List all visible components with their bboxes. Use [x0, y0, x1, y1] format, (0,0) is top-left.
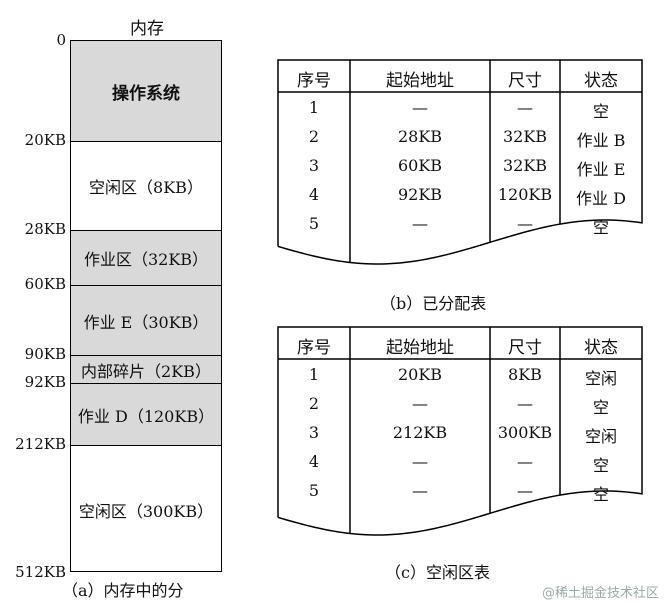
table-cell: 空 [592, 102, 609, 121]
table-cell: 作业 D [576, 189, 626, 208]
address-label: 28KB [24, 220, 66, 238]
allocated-table: 序号 起始地址 尺寸 状态 1 — — 空 2 28KB 32KB 作业 B 3 60KB 32KB 作业 E… [277, 59, 643, 282]
table-frame [277, 59, 643, 265]
table-cell: 作业 E [576, 160, 626, 179]
address-label: 92KB [24, 373, 66, 391]
table-cell: 8KB [508, 365, 542, 384]
free-table-caption: （c）空闲区表 [385, 563, 490, 582]
table-cell: — [517, 214, 533, 233]
table-header-cell: 起始地址 [386, 338, 454, 358]
table-header-cell: 序号 [297, 71, 331, 91]
table-cell: — [517, 481, 533, 500]
table-cell: 300KB [497, 423, 553, 442]
table-cell: 空 [592, 218, 609, 237]
table-cell: 空 [592, 485, 609, 504]
table-cell: 3 [308, 423, 320, 442]
table-cell: 空闲 [584, 427, 617, 446]
table-cell: 92KB [397, 185, 443, 204]
address-label: 60KB [24, 275, 66, 293]
table-cell: 1 [308, 98, 320, 117]
table-cell: 32KB [502, 127, 548, 146]
table-cell: 120KB [497, 185, 553, 204]
memory-segment: 空闲区（300KB） [71, 445, 221, 573]
table-outline [277, 59, 643, 265]
table-cell: 空闲 [584, 369, 617, 388]
table-cell: 4 [308, 452, 320, 471]
table-cell: — [412, 394, 428, 413]
table-cell: — [412, 214, 428, 233]
table-cell: 空 [592, 398, 609, 417]
table-header-cell: 尺寸 [508, 71, 542, 91]
memory-segment: 作业区（32KB） [71, 230, 221, 285]
memory-caption: （a）内存中的分 [62, 581, 184, 600]
table-header-cell: 尺寸 [508, 338, 542, 358]
table-cell: 60KB [397, 156, 443, 175]
table-cell: 5 [308, 481, 320, 500]
table-cell: — [517, 394, 533, 413]
table-header-cell: 状态 [584, 71, 618, 91]
memory-segment: 内部碎片（2KB） [71, 355, 221, 383]
memory-segment: 操作系统 [71, 41, 221, 141]
watermark: @稀土掘金技术社区 [541, 586, 659, 601]
table-header-cell: 状态 [584, 338, 618, 358]
address-label: 90KB [24, 345, 66, 363]
table-header-cell: 起始地址 [386, 71, 454, 91]
memory-segment: 作业 D（120KB） [71, 383, 221, 445]
memory-map: 操作系统空闲区（8KB）作业区（32KB）作业 E（30KB）内部碎片（2KB）… [70, 40, 222, 572]
table-cell: 作业 B [576, 131, 626, 150]
table-cell: 2 [308, 127, 320, 146]
table-cell: — [412, 481, 428, 500]
address-label: 512KB [15, 563, 66, 581]
address-label: 20KB [24, 131, 66, 149]
table-cell: 2 [308, 394, 320, 413]
address-label: 212KB [15, 435, 66, 453]
table-cell: 212KB [392, 423, 448, 442]
table-cell: 空 [592, 456, 609, 475]
table-cell: — [412, 452, 428, 471]
memory-segment: 空闲区（8KB） [71, 141, 221, 230]
memory-title: 内存 [130, 19, 164, 39]
table-cell: — [517, 452, 533, 471]
table-cell: 1 [308, 365, 320, 384]
table-cell: — [517, 98, 533, 117]
table-outline [277, 326, 643, 536]
table-cell: 20KB [397, 365, 443, 384]
memory-segment: 作业 E（30KB） [71, 285, 221, 355]
table-cell: 5 [308, 214, 320, 233]
table-cell: 4 [308, 185, 320, 204]
address-label: 0 [56, 31, 66, 49]
table-frame [277, 326, 643, 536]
free-table: 序号 起始地址 尺寸 状态 1 20KB 8KB 空闲 2 — — 空 3 212KB 300KB 空闲 4 — —… [277, 326, 643, 553]
table-header-cell: 序号 [297, 338, 331, 358]
table-cell: 32KB [502, 156, 548, 175]
table-cell: 3 [308, 156, 320, 175]
table-cell: — [412, 98, 428, 117]
table-cell: 28KB [397, 127, 443, 146]
allocated-table-caption: （b）已分配表 [380, 294, 487, 313]
